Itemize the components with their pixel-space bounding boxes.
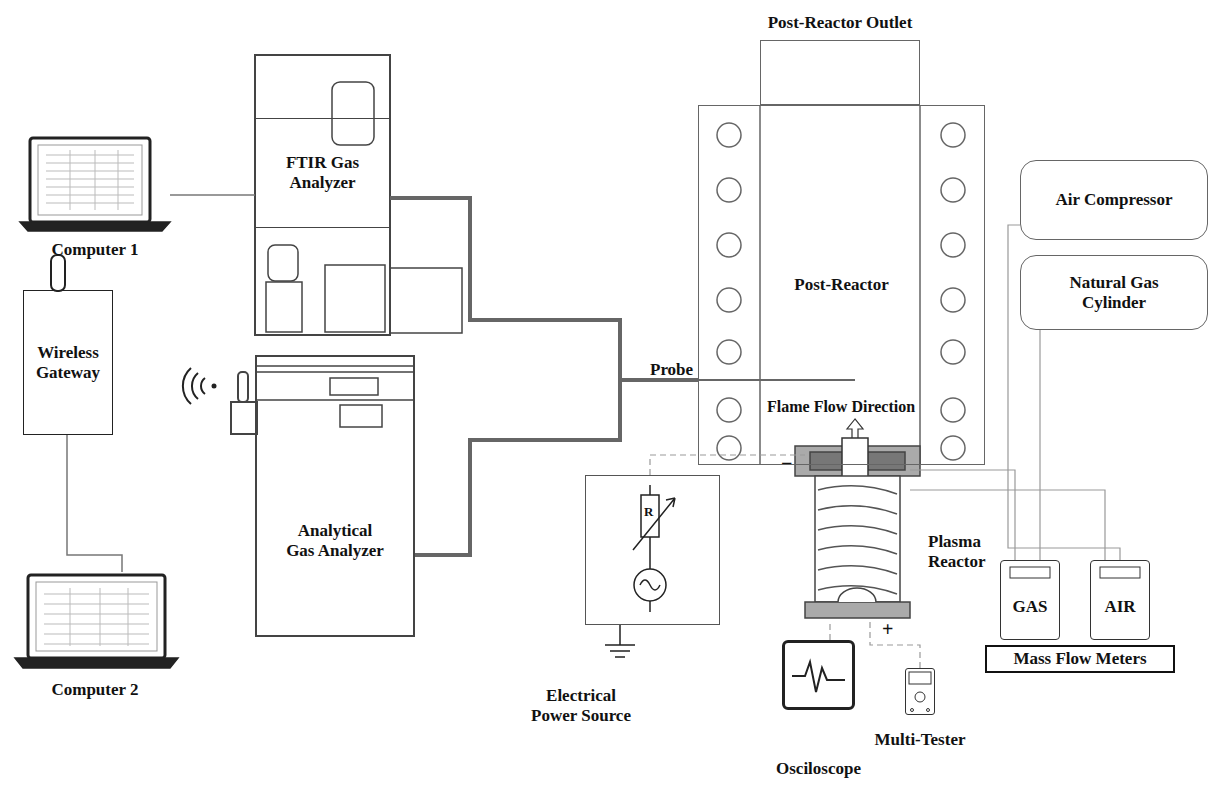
power-source-box: Electrical Power Source bbox=[585, 475, 720, 625]
computer-icon: Computer 1 bbox=[20, 135, 170, 232]
plasma-reactor: Plasma Reactor bbox=[805, 440, 910, 620]
node-label: Computer 2 bbox=[51, 680, 138, 700]
plasma-reactor-body bbox=[795, 438, 920, 618]
polarity-sign: + bbox=[882, 618, 893, 641]
node-label: Osciloscope bbox=[776, 759, 861, 779]
connector-line bbox=[415, 380, 698, 555]
connector-line bbox=[67, 435, 122, 572]
probe-label: Probe bbox=[650, 360, 693, 380]
meter-display bbox=[1010, 567, 1140, 578]
node-label: Multi-Tester bbox=[875, 730, 966, 750]
meter-display bbox=[909, 672, 931, 712]
node-label: AIR bbox=[1104, 597, 1135, 617]
node-label: Computer 1 bbox=[51, 240, 138, 260]
node-label: Air Compressor bbox=[1056, 190, 1173, 210]
flow-meter: AIR bbox=[1090, 560, 1150, 640]
laptop-icon bbox=[15, 575, 178, 668]
supply-box: Natural Gas Cylinder bbox=[1020, 255, 1208, 330]
resistor-symbol-label: R bbox=[644, 505, 653, 520]
node-label: Natural Gas Cylinder bbox=[1054, 273, 1174, 312]
waveform bbox=[792, 662, 845, 692]
analyzer-panel bbox=[183, 366, 415, 434]
node-label: Post-Reactor Outlet bbox=[768, 13, 913, 33]
analyzer-box: FTIR Gas Analyzer bbox=[255, 118, 390, 228]
node-label: Mass Flow Meters bbox=[1013, 649, 1146, 669]
connector-line bbox=[829, 620, 830, 640]
connector-line bbox=[870, 620, 920, 668]
analyzer-box: Analytical Gas Analyzer bbox=[255, 355, 415, 637]
polarity-sign: − bbox=[781, 452, 792, 475]
supply-box: Air Compressor bbox=[1020, 160, 1208, 240]
meter-group-box: Mass Flow Meters bbox=[985, 645, 1175, 673]
connector-line bbox=[1039, 330, 1040, 560]
post-reactor-jacket bbox=[717, 105, 965, 465]
flow-meter: GAS bbox=[1000, 560, 1060, 640]
gateway-box: Wireless Gateway bbox=[23, 290, 113, 435]
computer-icon: Computer 2 bbox=[15, 572, 175, 668]
node-label: FTIR Gas Analyzer bbox=[268, 153, 378, 192]
ftir-cabinet bbox=[255, 55, 462, 335]
connector-line bbox=[390, 198, 698, 380]
probe-line bbox=[698, 379, 855, 381]
flow-label: Flame Flow Direction bbox=[765, 398, 917, 416]
outlet-duct: Post-Reactor Outlet bbox=[760, 40, 920, 105]
node-label: Plasma Reactor bbox=[928, 532, 1004, 571]
oscilloscope-icon: Osciloscope bbox=[782, 640, 855, 710]
node-label: Wireless Gateway bbox=[28, 343, 108, 382]
laptop-icon bbox=[20, 138, 170, 231]
power-source-schematic bbox=[605, 485, 675, 657]
node-label: Electrical Power Source bbox=[521, 686, 641, 725]
multimeter-icon: Multi-Tester bbox=[905, 668, 935, 715]
node-label: GAS bbox=[1013, 597, 1048, 617]
node-label: Analytical Gas Analyzer bbox=[285, 521, 385, 560]
antenna bbox=[51, 255, 65, 291]
connector-line bbox=[170, 194, 255, 196]
node-label: Post-Reactor bbox=[794, 275, 888, 295]
